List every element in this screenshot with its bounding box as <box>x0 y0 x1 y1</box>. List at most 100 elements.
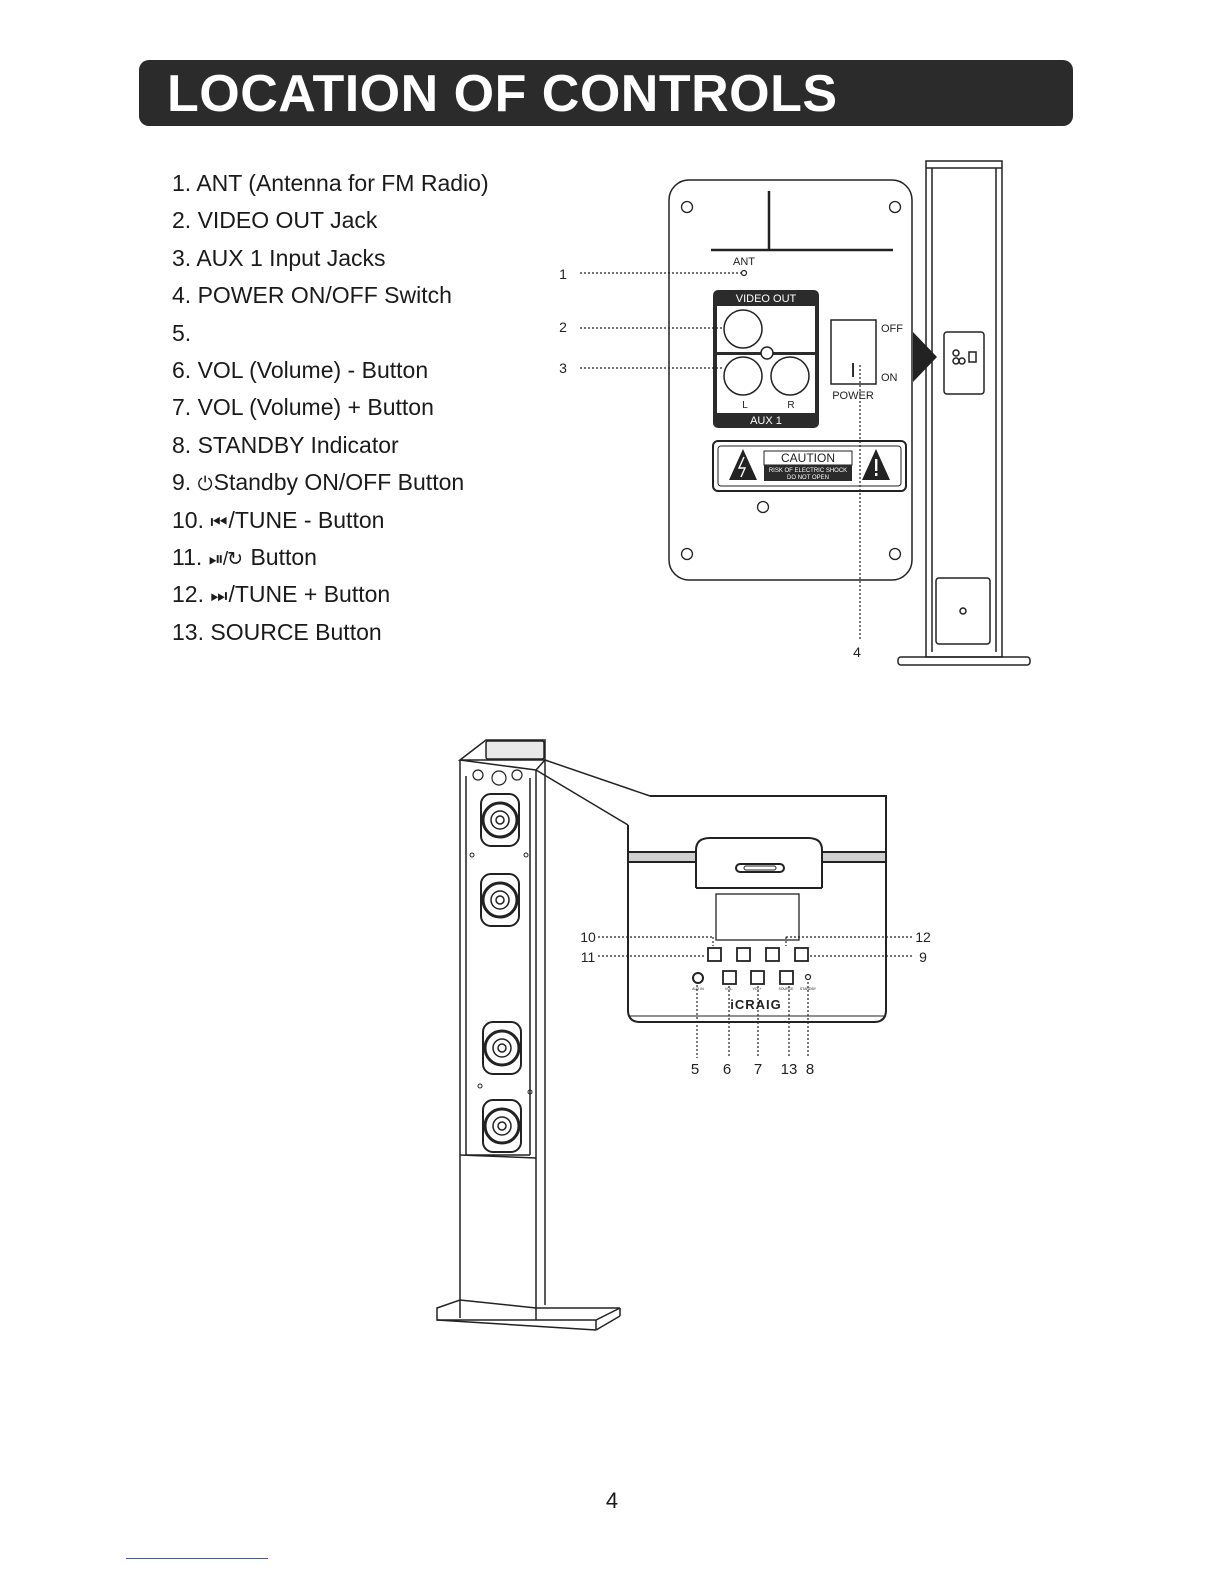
page-title: LOCATION OF CONTROLS <box>167 65 838 123</box>
av-jack-block: VIDEO OUT L R AUX 1 <box>713 290 819 428</box>
item-text: SOURCE Button <box>210 618 382 645</box>
callout-9: 9 <box>919 949 927 965</box>
play-pause-repeat-icon: ⏯/↻ <box>208 548 243 570</box>
power-icon: ⏻ <box>197 474 213 496</box>
callout-13: 13 <box>781 1061 798 1078</box>
aux-left-jack <box>723 356 763 396</box>
top-callouts <box>598 936 912 1058</box>
right-channel-label: R <box>787 400 794 411</box>
list-item: 13. SOURCE Button <box>172 615 489 652</box>
pointer-arrow-icon <box>913 332 937 382</box>
item-number: 6. <box>172 356 192 383</box>
callout-3: 3 <box>559 360 567 376</box>
item-number: 8. <box>172 431 192 458</box>
switch-mark: I <box>850 360 856 382</box>
item-text: Button <box>250 543 317 570</box>
vol-minus-button <box>722 970 737 985</box>
skip-forward-icon: ⏭ <box>210 586 227 608</box>
standby-power-button <box>794 947 809 962</box>
item-number: 10. <box>172 506 204 533</box>
item-number: 9. <box>172 469 192 496</box>
aux-in-label: AUX IN <box>692 987 704 991</box>
list-item: 3. AUX 1 Input Jacks <box>172 241 489 278</box>
brand-logo: iCRAIG <box>730 997 782 1012</box>
skip-back-icon: ⏮ <box>210 511 227 533</box>
item-text: /TUNE + Button <box>228 581 391 608</box>
controls-list: 1. ANT (Antenna for FM Radio) 2. VIDEO O… <box>172 166 489 652</box>
list-item: 9. ⏻Standby ON/OFF Button <box>172 465 489 502</box>
callout-10: 10 <box>580 929 596 945</box>
video-out-label: VIDEO OUT <box>736 293 797 305</box>
tower-front-view <box>436 739 651 1331</box>
list-item: 6. VOL (Volume) - Button <box>172 353 489 390</box>
callout-7: 7 <box>754 1061 762 1078</box>
item-text: Standby ON/OFF Button <box>213 469 465 496</box>
list-item: 12. ⏭/TUNE + Button <box>172 577 489 614</box>
power-label: POWER <box>832 390 874 402</box>
callout-8: 8 <box>806 1061 814 1078</box>
source-button <box>779 970 794 985</box>
speaker-woofer-2 <box>480 873 520 927</box>
aux-right-jack <box>770 356 810 396</box>
footer-divider <box>126 1558 268 1559</box>
item-text: VOL (Volume) - Button <box>197 356 429 383</box>
aux1-label: AUX 1 <box>750 415 782 427</box>
item-text: POWER ON/OFF Switch <box>197 282 452 309</box>
aux-in-jack <box>692 972 704 984</box>
off-label: OFF <box>881 323 903 335</box>
item-number: 7. <box>172 394 192 421</box>
callout-2: 2 <box>559 319 567 335</box>
play-pause-button <box>765 947 780 962</box>
callout-1: 1 <box>559 266 567 282</box>
item-number: 5. <box>172 319 192 346</box>
vol-plus-label: VOL+ <box>752 987 761 991</box>
standby-indicator <box>804 973 812 981</box>
tower-side-profile <box>897 160 1031 666</box>
on-label: ON <box>881 372 898 384</box>
source-label: SOURCE <box>779 987 795 991</box>
caution-line-2: DO NOT OPEN <box>787 475 829 481</box>
standby-label: STANDBY <box>800 987 817 991</box>
callout-4: 4 <box>853 644 861 660</box>
callout-5: 5 <box>691 1061 699 1078</box>
vol-minus-label: VOL- <box>725 987 734 991</box>
speaker-woofer-4 <box>482 1099 522 1153</box>
antenna-symbol: ANT <box>711 191 893 277</box>
callout-6: 6 <box>723 1061 731 1078</box>
item-text: AUX 1 Input Jacks <box>196 244 386 271</box>
list-item: 1. ANT (Antenna for FM Radio) <box>172 166 489 203</box>
rear-panel-diagram: ANT VIDEO OUT L R AUX 1 I OFF ON POWER C… <box>559 160 1031 666</box>
skip-forward-tune-plus-button <box>736 947 751 962</box>
item-text: VOL (Volume) + Button <box>197 394 434 421</box>
rear-panel-plate <box>668 179 913 581</box>
skip-back-tune-minus-button <box>707 947 722 962</box>
caution-label: CAUTION RISK OF ELECTRIC SHOCK DO NOT OP… <box>712 440 907 492</box>
list-item: 10. ⏮/TUNE - Button <box>172 503 489 540</box>
speaker-woofer-1 <box>480 793 520 847</box>
item-number: 12. <box>172 581 204 608</box>
vol-plus-button <box>750 970 765 985</box>
item-number: 2. <box>172 207 192 234</box>
list-item: 11. ⏯/↻ Button <box>172 540 489 577</box>
speaker-woofer-3 <box>482 1021 522 1075</box>
item-text: /TUNE - Button <box>228 506 385 533</box>
list-item: 7. VOL (Volume) + Button <box>172 390 489 427</box>
rear-callouts <box>580 272 861 640</box>
caution-line-1: RISK OF ELECTRIC SHOCK <box>769 468 847 474</box>
left-channel-label: L <box>742 400 748 411</box>
item-number: 13. <box>172 618 204 645</box>
item-text: STANDBY Indicator <box>197 431 399 458</box>
item-number: 1. <box>172 170 192 196</box>
caution-title: CAUTION <box>781 451 835 465</box>
speaker-drivers <box>469 769 533 1153</box>
section-header-banner: LOCATION OF CONTROLS <box>139 60 1073 126</box>
callout-12: 12 <box>915 929 931 945</box>
video-out-jack <box>723 309 763 349</box>
lightning-warning-icon <box>729 449 757 480</box>
top-panel-closeup <box>627 795 887 1023</box>
list-item: 2. VIDEO OUT Jack <box>172 203 489 240</box>
item-number: 4. <box>172 282 192 309</box>
list-item: 8. STANDBY Indicator <box>172 428 489 465</box>
item-number: 3. <box>172 244 192 271</box>
item-text: ANT (Antenna for FM Radio) <box>196 170 489 196</box>
